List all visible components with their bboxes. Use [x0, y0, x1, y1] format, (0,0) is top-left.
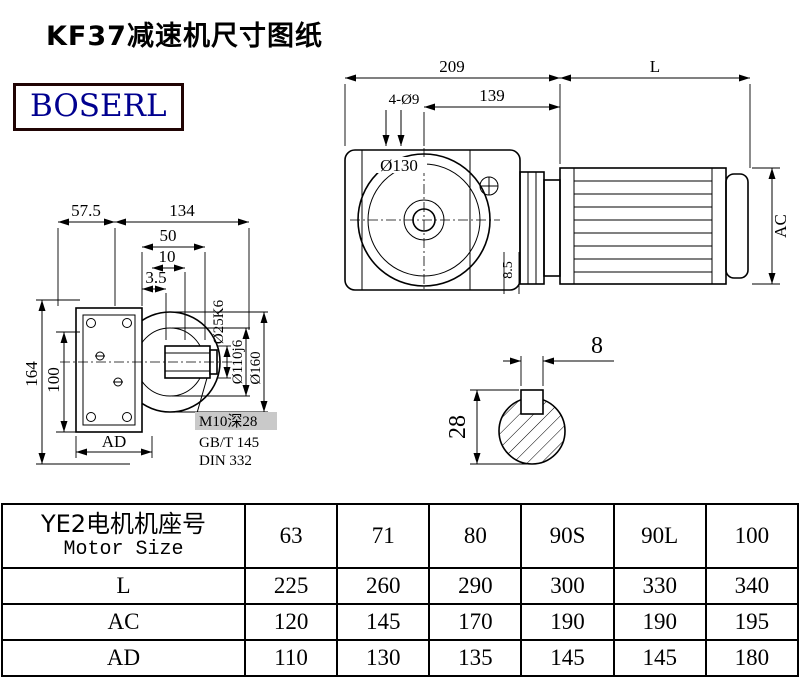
- table-cell: 290: [428, 567, 523, 605]
- shaft-section-view: 8 28: [445, 333, 614, 465]
- table-cell: 110: [243, 639, 339, 677]
- dim-8p5: 8.5: [501, 261, 516, 279]
- dim-209: 209: [439, 57, 465, 76]
- brand-logo-text: BOSERL: [30, 88, 167, 124]
- dim-134: 134: [169, 201, 195, 220]
- table-cell: 190: [520, 603, 615, 641]
- table-cell: 260: [336, 567, 431, 605]
- dimension-table: YE2电机机座号 Motor Size 63 71 80 90S 90L 100…: [1, 503, 800, 677]
- dim-139: 139: [479, 86, 505, 105]
- dim-10: 10: [159, 247, 176, 266]
- note-din332: DIN 332: [199, 453, 252, 469]
- dim-3p5: 3.5: [145, 268, 166, 287]
- row-label: AC: [1, 603, 246, 641]
- note-highlight: [195, 412, 277, 430]
- brand-logo: BOSERL: [13, 83, 184, 131]
- table-cell: 135: [428, 639, 523, 677]
- row-label: AD: [1, 639, 246, 677]
- note-m10: M10深28: [199, 413, 257, 430]
- table-cell: 300: [520, 567, 615, 605]
- table-cell: 120: [243, 603, 339, 641]
- table-header-row: YE2电机机座号 Motor Size 63 71 80 90S 90L 100: [1, 503, 800, 569]
- side-view: [60, 307, 234, 433]
- motor-size-label-cn: YE2电机机座号: [40, 509, 207, 538]
- row-label: L: [1, 567, 246, 605]
- column-header: 80: [428, 503, 523, 569]
- fan-cover: [725, 173, 749, 279]
- note-gbt145: GB/T 145: [199, 435, 259, 451]
- table-cell: 195: [704, 603, 800, 641]
- table-row-AC: AC 120 145 170 190 190 195: [1, 603, 800, 641]
- keyway: [520, 389, 544, 415]
- dim-O130: Ø130: [380, 156, 418, 175]
- technical-drawing: 209 L 139 4-Ø9 Ø130 8.5 AC: [22, 57, 790, 469]
- column-header: 100: [704, 503, 800, 569]
- column-header: 71: [336, 503, 431, 569]
- dim-spigot-O110: Ø110j6: [230, 339, 246, 384]
- dim-50: 50: [160, 226, 177, 245]
- dim-L: L: [650, 57, 660, 76]
- table-cell: 180: [704, 639, 800, 677]
- motor-body: [559, 167, 727, 285]
- table-cell: 130: [336, 639, 431, 677]
- front-view: [344, 148, 749, 292]
- table-row-L: L 225 260 290 300 330 340: [1, 567, 800, 605]
- dim-flange-O160: Ø160: [248, 351, 264, 384]
- table-cell: 145: [520, 639, 615, 677]
- table-cell: 145: [336, 603, 431, 641]
- table-cell: 170: [428, 603, 523, 641]
- front-view-dimensions: 209 L 139 4-Ø9 Ø130 8.5 AC: [344, 57, 790, 294]
- column-header: 90L: [612, 503, 707, 569]
- dim-AD: AD: [102, 432, 127, 451]
- dim-shaft-O25: Ø25K6: [211, 299, 227, 344]
- dim-AC: AC: [771, 214, 790, 238]
- table-cell: 225: [243, 567, 339, 605]
- column-header: 90S: [520, 503, 615, 569]
- table-cell: 340: [704, 567, 800, 605]
- motor-size-header: YE2电机机座号 Motor Size: [1, 503, 246, 569]
- housing-side: [75, 307, 143, 433]
- dim-100: 100: [44, 367, 63, 393]
- motor-size-label-en: Motor Size: [63, 538, 184, 562]
- table-row-AD: AD 110 130 135 145 145 180: [1, 639, 800, 677]
- adapter-flange: [519, 171, 545, 285]
- side-view-dimensions: 57.5 134 50 10 3.5 164 100 AD: [22, 201, 277, 469]
- dim-key-width-8: 8: [591, 333, 603, 359]
- page-title: KF37减速机尺寸图纸: [46, 21, 323, 52]
- table-cell: 190: [612, 603, 707, 641]
- dim-164: 164: [22, 361, 41, 387]
- column-header: 63: [243, 503, 339, 569]
- dim-57p5: 57.5: [71, 201, 101, 220]
- table-cell: 330: [612, 567, 707, 605]
- table-cell: 145: [612, 639, 707, 677]
- dim-4xO9: 4-Ø9: [389, 92, 420, 108]
- dim-key-height-28: 28: [445, 415, 471, 439]
